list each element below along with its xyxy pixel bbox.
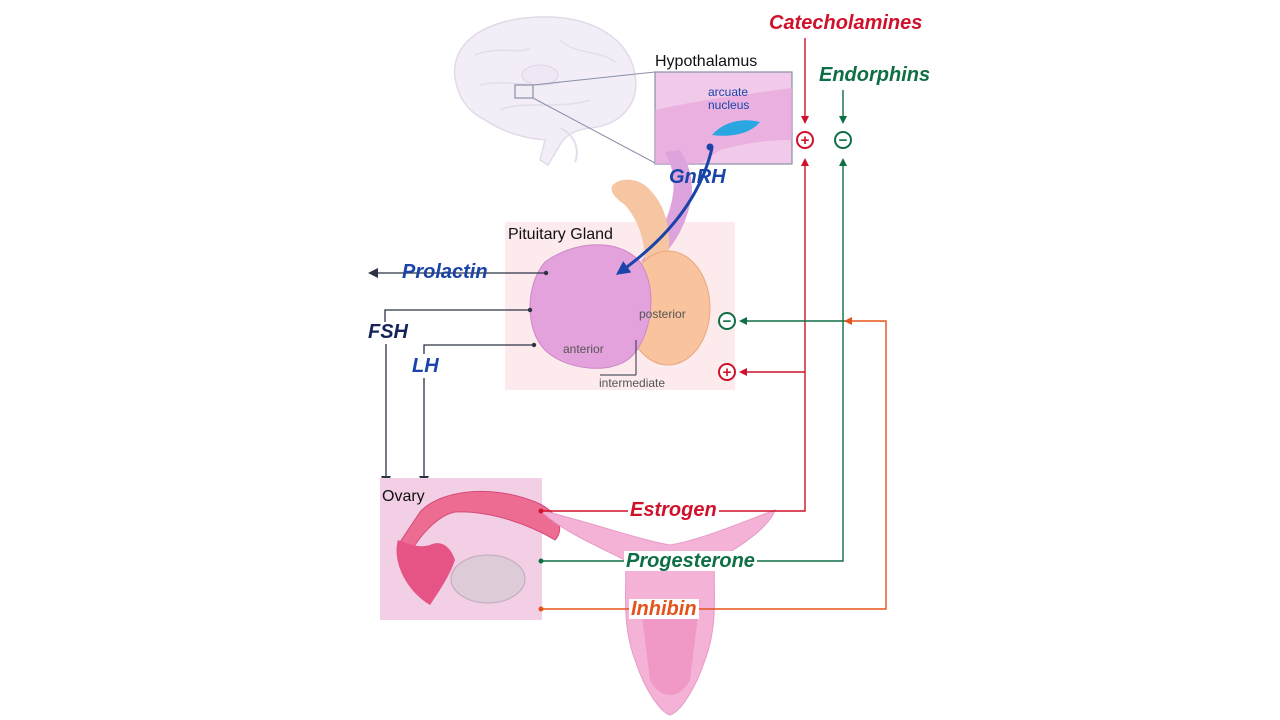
- zoom-box: [514, 84, 534, 99]
- endorphins-label: Endorphins: [819, 64, 931, 86]
- zoom-line-top: [532, 71, 656, 86]
- gnrh-arrow: [615, 147, 714, 275]
- nucleus-label: nucleus: [708, 98, 750, 112]
- pituitary-illustration: [505, 150, 735, 390]
- lh-line-top: [423, 344, 534, 354]
- prolactin-label: Prolactin: [402, 261, 488, 283]
- inhibin-feedback-line: [541, 317, 887, 610]
- zoom-line-bottom: [532, 97, 656, 164]
- hypothalamus-plus-sign: +: [796, 131, 814, 149]
- arcuate-label: arcuate: [708, 85, 749, 99]
- fsh-label: FSH: [368, 321, 408, 343]
- estrogen-label: Estrogen: [628, 499, 719, 521]
- ovary-illustration: [380, 478, 561, 620]
- catecholamines-label: Catecholamines: [769, 12, 923, 34]
- fsh-line-top: [384, 309, 530, 322]
- lh-label: LH: [412, 355, 439, 377]
- hypothalamus-label: Hypothalamus: [655, 53, 758, 70]
- ovary-label: Ovary: [382, 488, 425, 505]
- intermediate-label: intermediate: [599, 376, 666, 390]
- hypothalamus-minus-sign: −: [834, 131, 852, 149]
- posterior-label: posterior: [639, 307, 686, 321]
- pituitary-gland-label: Pituitary Gland: [508, 226, 613, 243]
- anterior-label: anterior: [563, 342, 604, 356]
- progesterone-label: Progesterone: [624, 550, 757, 572]
- hypothalamus-inset: [654, 71, 793, 165]
- pituitary-minus-sign: −: [718, 312, 736, 330]
- brain-illustration: [453, 16, 637, 167]
- pituitary-plus-sign: +: [718, 363, 736, 381]
- gnrh-label: GnRH: [669, 166, 726, 188]
- inhibin-label: Inhibin: [629, 598, 699, 620]
